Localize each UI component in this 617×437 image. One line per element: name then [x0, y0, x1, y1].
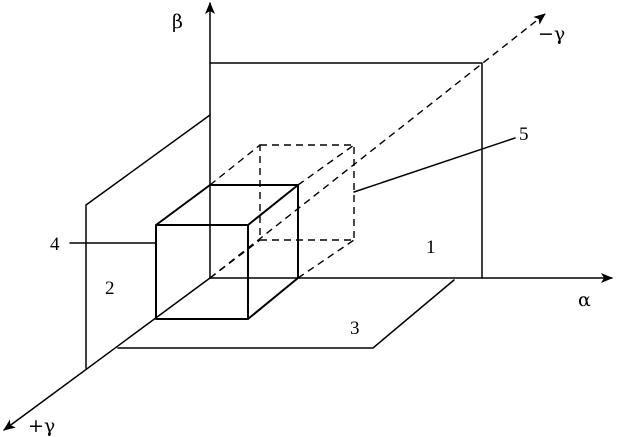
alpha-label: α [578, 289, 591, 311]
region-4-label: 4 [50, 234, 60, 255]
beta-label: β [172, 11, 183, 33]
region-2-label: 2 [105, 278, 115, 299]
plane-3-outline [117, 279, 455, 349]
gamma-neg-label: −γ [538, 23, 565, 45]
gamma-pos-label: +γ [28, 415, 55, 437]
region-3-label: 3 [350, 318, 360, 339]
region-1-label: 1 [426, 237, 436, 258]
gamma-pos-axis [3, 277, 211, 431]
projected-cube-5 [209, 144, 355, 279]
leader-line-5 [353, 137, 516, 193]
solid-cube-4 [155, 184, 299, 320]
plane-1-outline [209, 62, 483, 279]
plane-2-outline [85, 114, 211, 369]
region-5-label: 5 [519, 124, 529, 145]
